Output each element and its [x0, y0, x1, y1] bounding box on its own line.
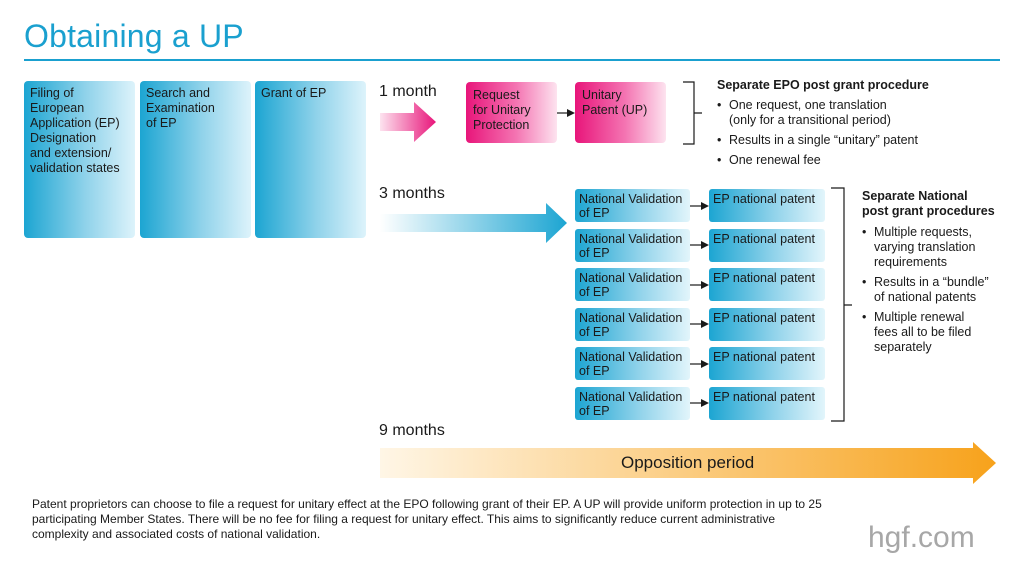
ep-national-patent-box: EP national patent	[709, 347, 825, 380]
national-validation-box: National Validation of EP	[575, 387, 690, 420]
stage-filing: Filing of European Application (EP) Desi…	[24, 81, 135, 238]
ep-national-patent-box: EP national patent	[709, 229, 825, 262]
national-validation-box: National Validation of EP	[575, 189, 690, 222]
stage-grant: Grant of EP	[255, 81, 366, 238]
unitary-path-arrow	[380, 102, 436, 142]
epo-bracket	[683, 81, 702, 145]
epo-procedure-list: One request, one translation (only for a…	[717, 98, 997, 168]
list-item: Results in a “bundle” of national patent…	[862, 275, 1012, 305]
list-item: One request, one translation (only for a…	[717, 98, 997, 128]
list-item: Multiple renewal fees all to be filed se…	[862, 310, 1012, 355]
label-one-month: 1 month	[379, 83, 437, 100]
stage-search-examination: Search and Examination of EP	[140, 81, 251, 238]
national-validation-box: National Validation of EP	[575, 268, 690, 301]
list-item: Results in a single “unitary” patent	[717, 133, 997, 148]
national-validation-box: National Validation of EP	[575, 308, 690, 341]
ep-national-patent-box: EP national patent	[709, 387, 825, 420]
label-three-months: 3 months	[379, 185, 445, 202]
page-title: Obtaining a UP	[24, 18, 244, 54]
ep-national-patent-box: EP national patent	[709, 308, 825, 341]
epo-procedure-heading: Separate EPO post grant procedure	[717, 78, 929, 92]
list-item: One renewal fee	[717, 153, 997, 168]
title-divider	[24, 59, 1000, 61]
unitary-patent-box: Unitary Patent (UP)	[575, 82, 666, 143]
ep-national-patent-box: EP national patent	[709, 189, 825, 222]
epo-procedure-notes: Separate EPO post grant procedure One re…	[717, 78, 997, 173]
request-unitary-protection-box: Request for Unitary Protection	[466, 82, 557, 143]
footer-note: Patent proprietors can choose to file a …	[32, 497, 822, 541]
label-nine-months: 9 months	[379, 422, 445, 439]
opposition-period-arrow	[380, 442, 996, 484]
national-procedure-heading: Separate National post grant procedures	[862, 189, 995, 218]
national-path-arrow	[380, 203, 567, 243]
national-validation-box: National Validation of EP	[575, 229, 690, 262]
national-procedure-list: Multiple requests, varying translation r…	[862, 225, 1012, 355]
national-row-connectors	[690, 202, 709, 407]
brand-logo: hgf.com	[868, 521, 975, 554]
list-item: Multiple requests, varying translation r…	[862, 225, 1012, 270]
ep-national-patent-box: EP national patent	[709, 268, 825, 301]
national-procedure-notes: Separate National post grant procedures …	[862, 189, 1012, 360]
national-bracket	[831, 187, 852, 422]
opposition-period-label: Opposition period	[621, 453, 755, 472]
national-validation-box: National Validation of EP	[575, 347, 690, 380]
